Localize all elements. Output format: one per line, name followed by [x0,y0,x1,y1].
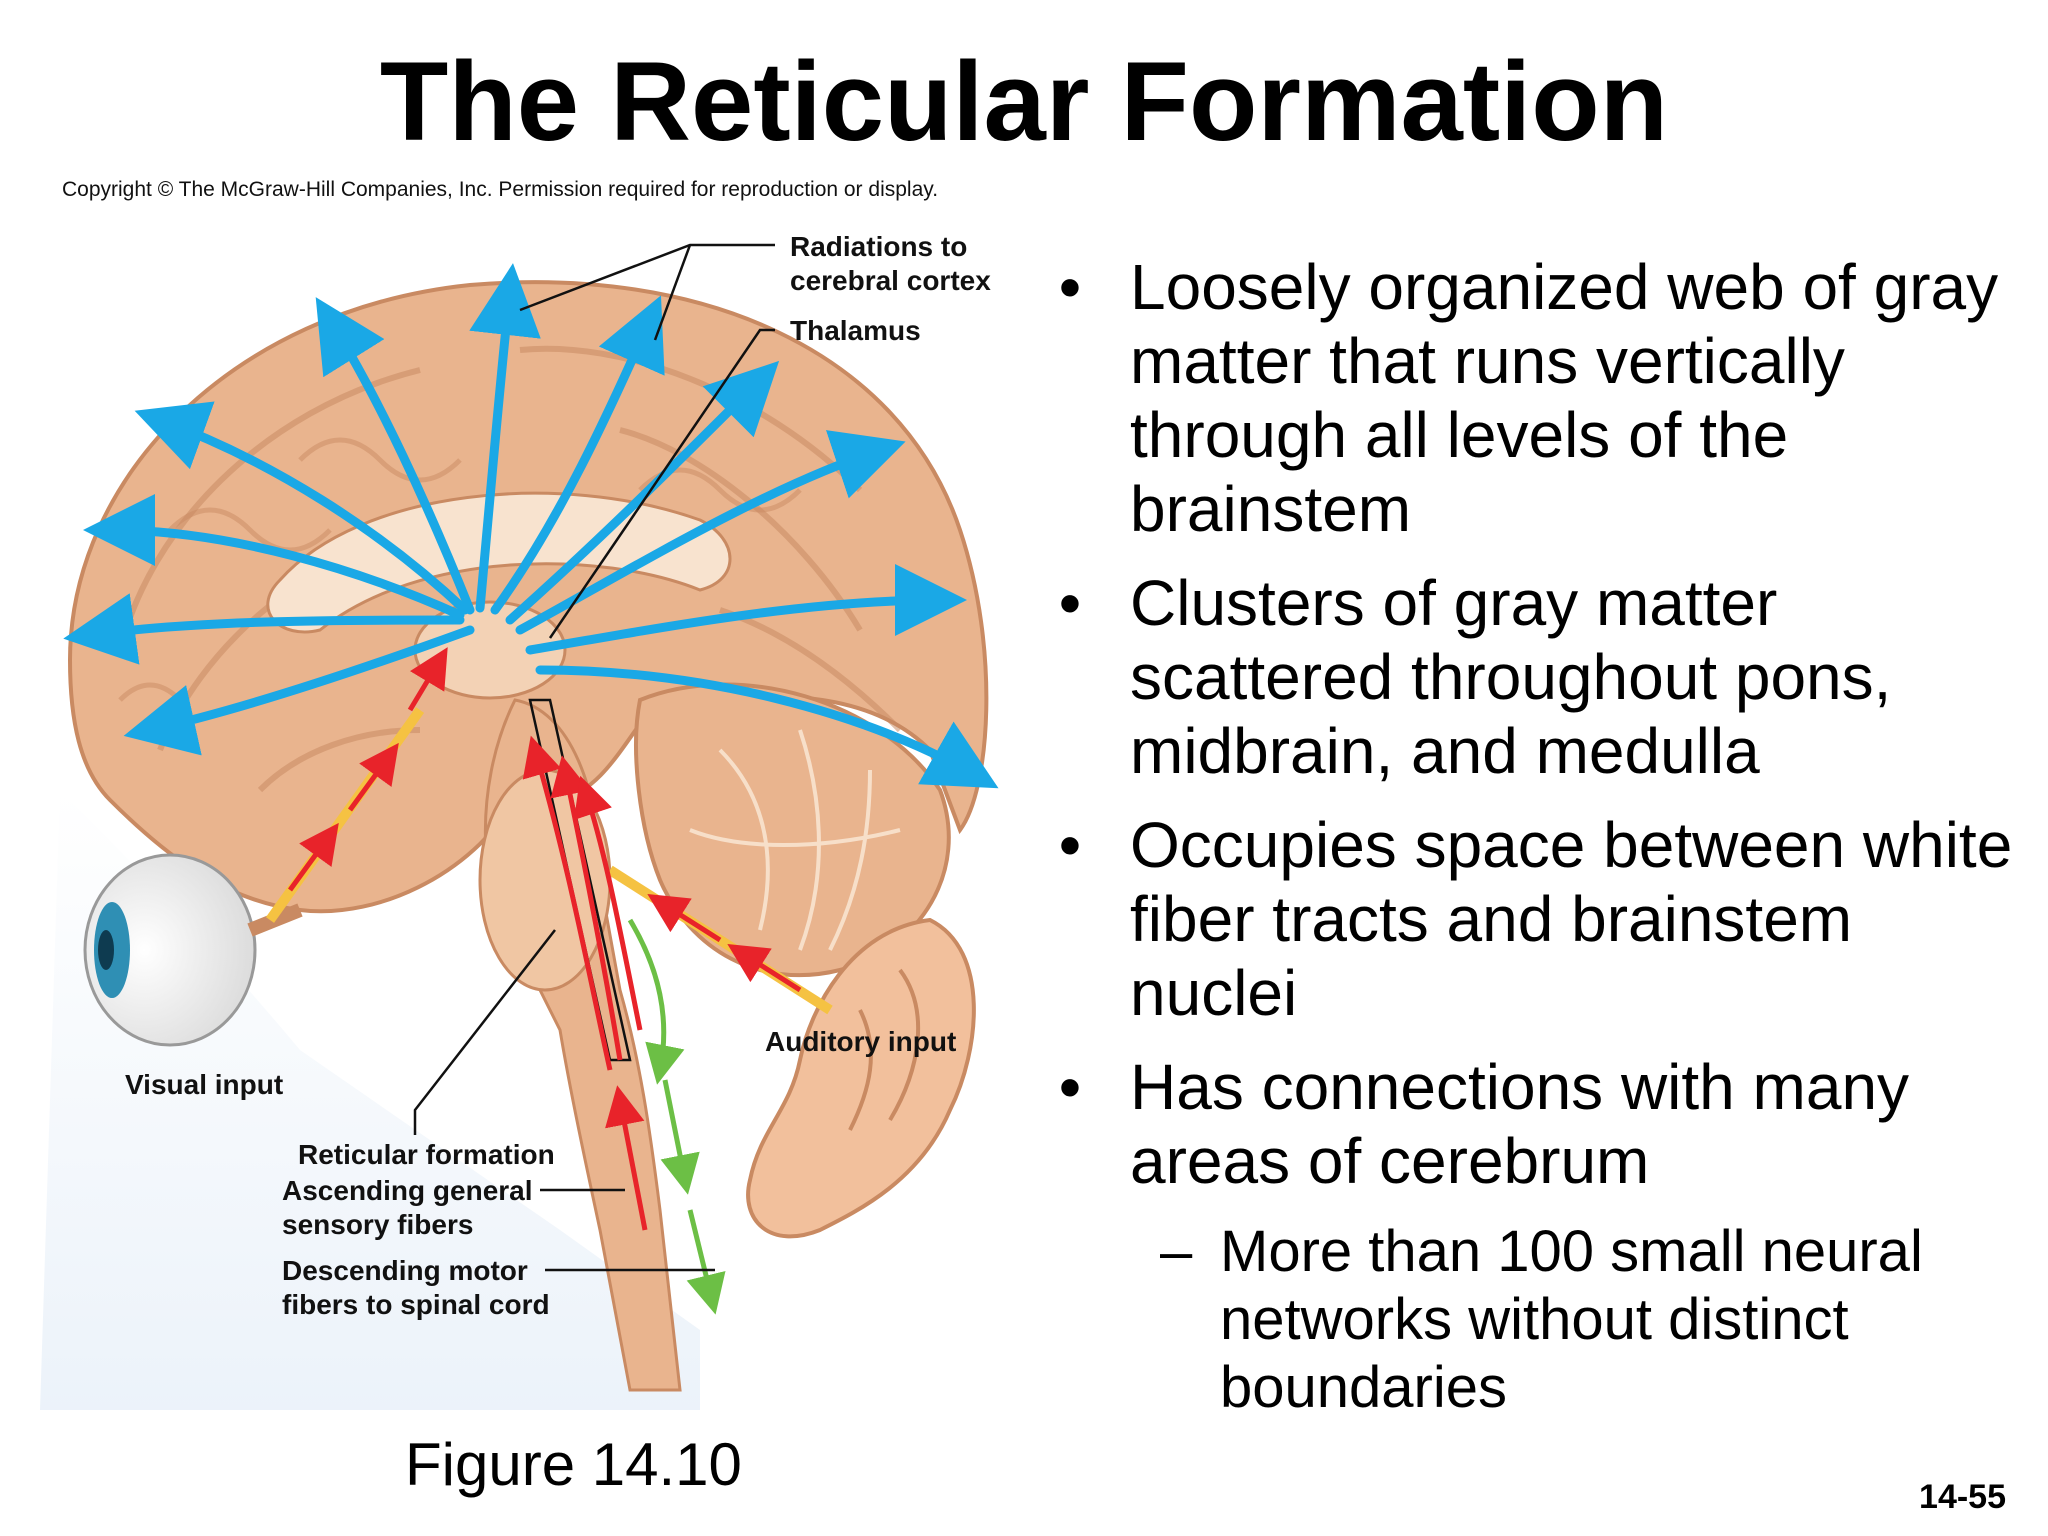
bullet-text: Occupies space between white fiber tract… [1130,809,2013,1029]
label-reticular-formation: Reticular formation [298,1139,555,1170]
bullet-marker: • [1058,251,1082,323]
label-ascending-fibers: Ascending general sensory fibers [282,1175,533,1240]
descending-motor-arrows [627,918,726,1315]
bullet-marker: • [1058,809,1082,881]
eye-shape [83,853,303,1047]
ascending-sensory-arrows [522,735,648,1231]
bullet-text: Has connections with many areas of cereb… [1130,1051,1910,1197]
brain-diagram: Radiations to cerebral cortex Thalamus V… [0,230,1040,1410]
sub-bullet-marker: – [1160,1219,1193,1284]
bullet-item: • Clusters of gray matter scattered thro… [1050,566,2030,788]
bullet-item: • Has connections with many areas of cer… [1050,1050,2030,1198]
bullet-list: • Loosely organized web of gray matter t… [1050,250,2030,1422]
label-thalamus: Thalamus [790,315,921,346]
sub-bullet-item: – More than 100 small neural networks wi… [1050,1218,2030,1422]
bullet-marker: • [1058,567,1082,639]
bullet-item: • Occupies space between white fiber tra… [1050,808,2030,1030]
bullet-item: • Loosely organized web of gray matter t… [1050,250,2030,546]
radiation-arrows [63,263,999,789]
label-leader-lines [413,243,775,1272]
bullet-text: Loosely organized web of gray matter tha… [1130,251,1999,545]
slide-title: The Reticular Formation [379,39,1669,164]
bullet-marker: • [1058,1051,1082,1123]
bullet-text: Clusters of gray matter scattered throug… [1130,567,1892,787]
label-descending-fibers: Descending motor fibers to spinal cord [282,1255,550,1320]
slide-number: 14-55 [1919,1478,2006,1516]
ear-shape [746,917,976,1239]
label-visual-input: Visual input [125,1069,284,1100]
figure-caption: Figure 14.10 [405,1431,742,1498]
label-auditory-input: Auditory input [765,1026,957,1057]
brain-illustration [40,243,999,1410]
copyright-notice: Copyright © The McGraw-Hill Companies, I… [62,178,939,201]
sub-bullet-text: More than 100 small neural networks with… [1220,1219,1923,1420]
label-radiations: Radiations to cerebral cortex [790,231,991,296]
